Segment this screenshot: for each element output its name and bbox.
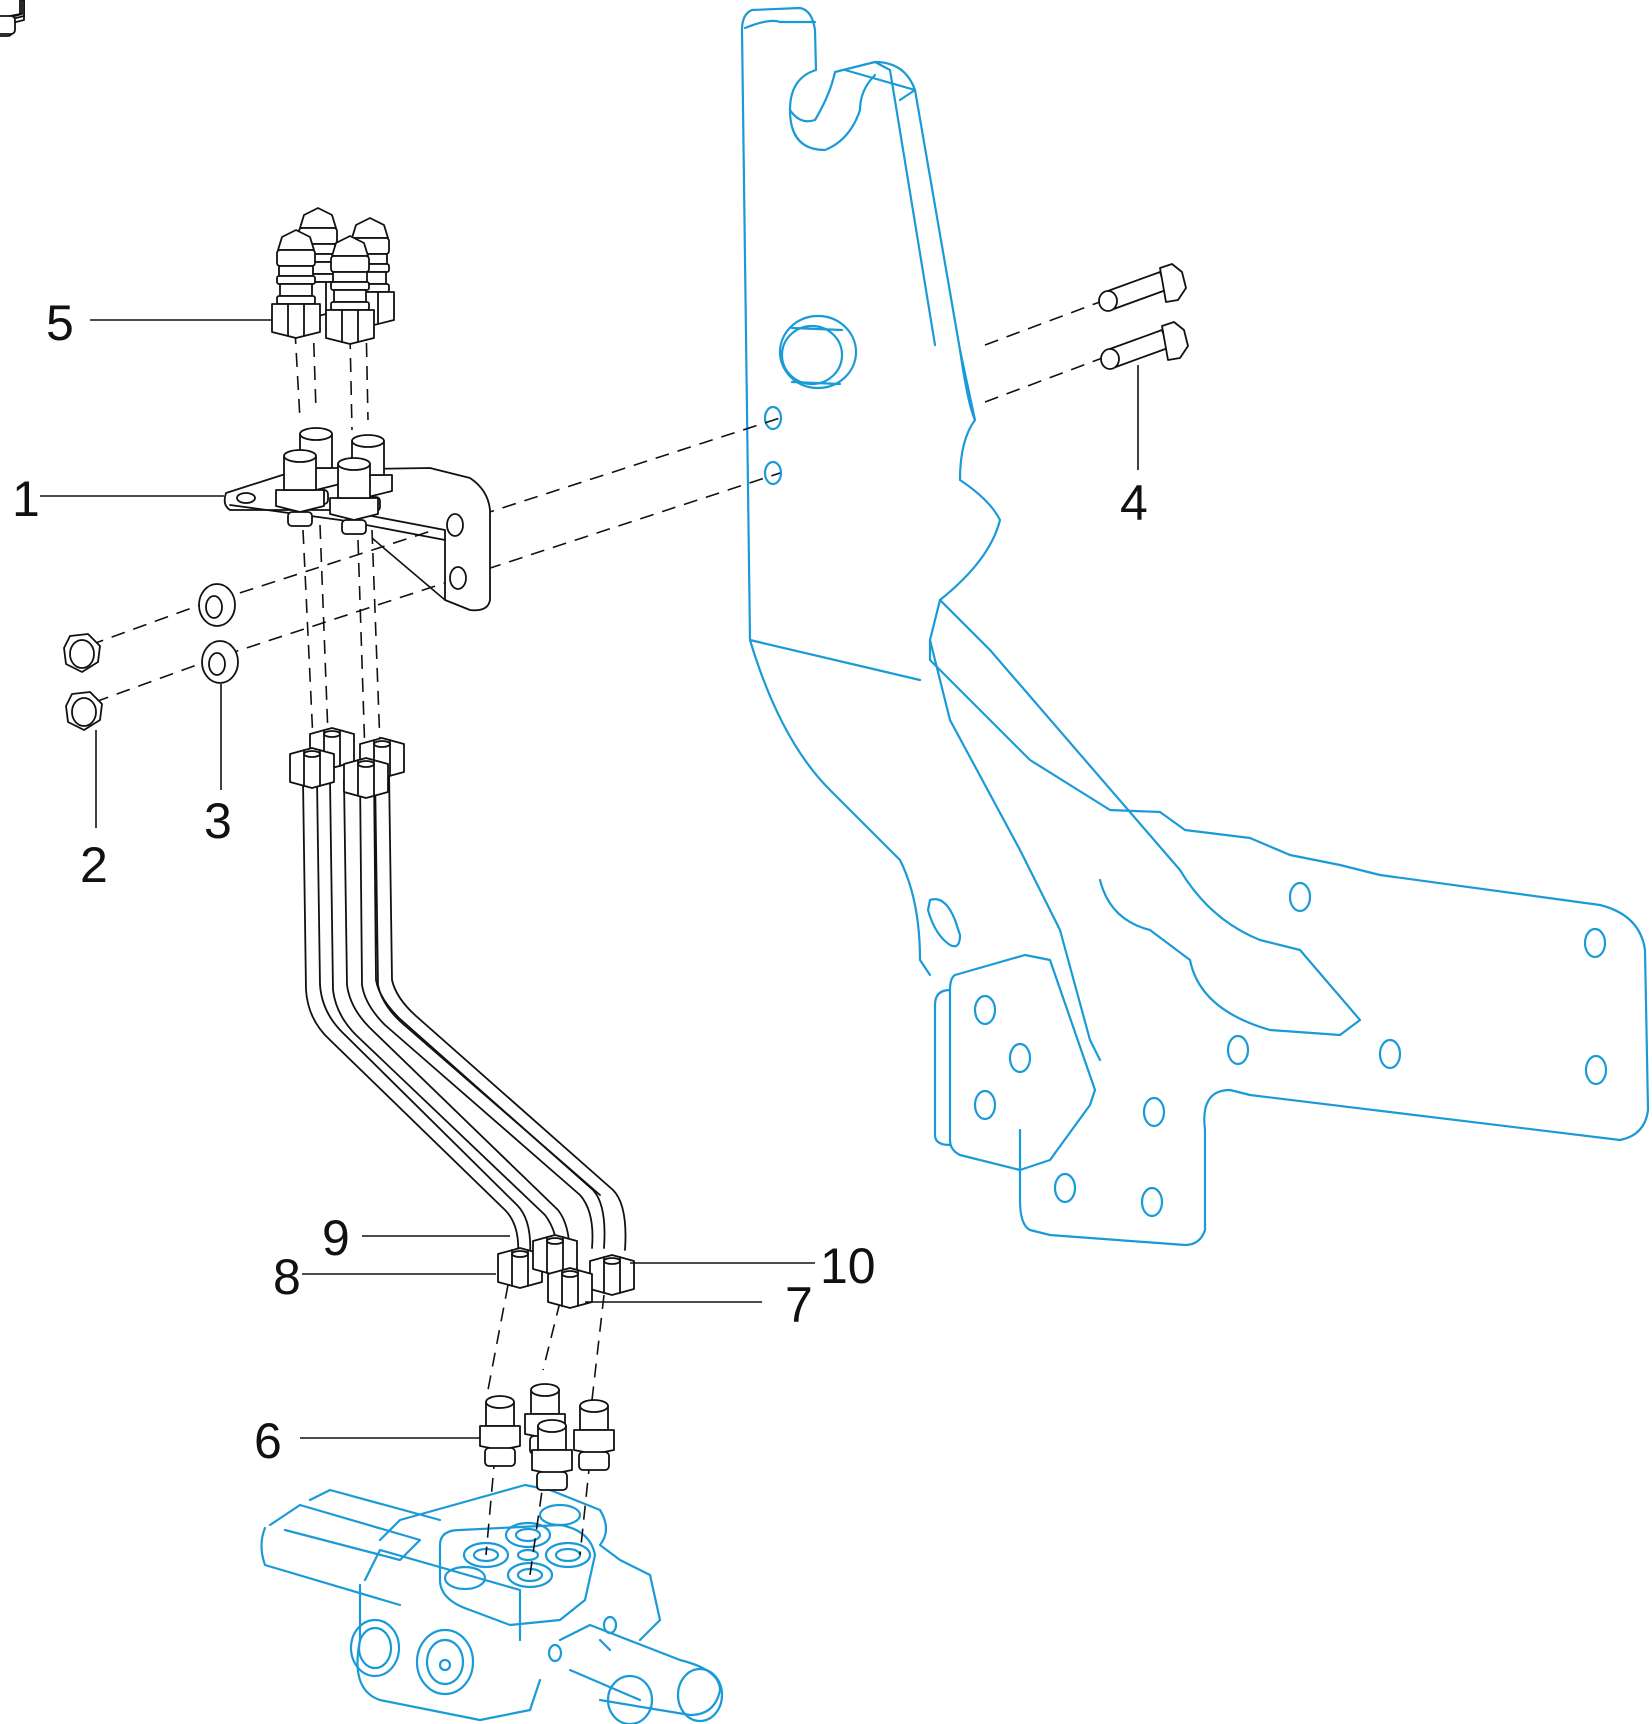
quick-coupler-group <box>0 0 395 345</box>
control-valve <box>260 1483 724 1724</box>
callout-9: 9 <box>322 1210 350 1266</box>
quick-coupler <box>325 235 375 345</box>
adapter-fitting <box>573 1399 615 1471</box>
tube-nut <box>589 1254 635 1296</box>
quick-coupler <box>271 229 321 339</box>
hex-lock-nuts <box>63 633 103 731</box>
adapter-fittings <box>0 0 615 1491</box>
lock-washers <box>198 583 239 684</box>
callout-4: 4 <box>1120 475 1148 531</box>
callouts: 1 2 3 4 5 6 7 8 9 10 <box>12 295 1148 1469</box>
adapter-bushing <box>329 457 379 535</box>
hex-bolts <box>1098 263 1189 370</box>
callout-2: 2 <box>80 837 108 893</box>
adapter-fitting <box>531 1419 573 1491</box>
callout-1: 1 <box>12 471 40 527</box>
adapter-bushing <box>275 449 325 527</box>
tube-nut <box>289 747 335 789</box>
adapter-fitting <box>479 1395 521 1467</box>
callout-3: 3 <box>204 793 232 849</box>
callout-10: 10 <box>820 1238 876 1294</box>
callout-6: 6 <box>254 1413 282 1469</box>
loader-frame-upright <box>740 6 1650 1247</box>
assembly-lines <box>89 299 1106 1576</box>
tube-nut <box>343 757 389 799</box>
callout-5: 5 <box>46 295 74 351</box>
callout-7: 7 <box>785 1277 813 1333</box>
leader-lines <box>40 319 1139 1439</box>
callout-8: 8 <box>273 1249 301 1305</box>
